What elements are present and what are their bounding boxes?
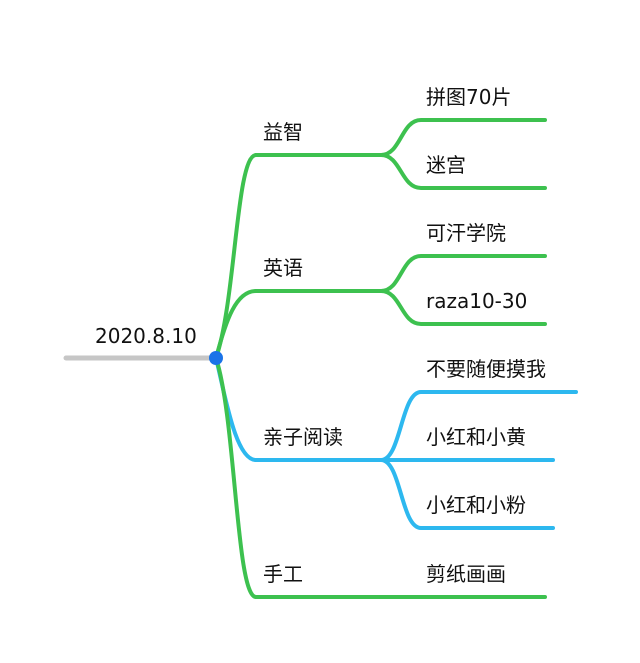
leaf-1-1-label[interactable]: 拼图70片 [426, 85, 512, 109]
root-node-dot[interactable] [209, 351, 223, 365]
root-label[interactable]: 2020.8.10 [95, 324, 197, 348]
leaf-1-2-label[interactable]: 迷宫 [426, 153, 466, 177]
connector-branch-1 [214, 153, 258, 360]
branch-1-label[interactable]: 益智 [263, 120, 303, 144]
leaf-4-1-label[interactable]: 剪纸画画 [426, 562, 506, 586]
connector-leaf-1-1 [379, 118, 547, 157]
leaf-2-1-label[interactable]: 可汗学院 [426, 221, 506, 245]
connector-leaf-2-2 [379, 289, 547, 326]
connector-leaf-3-1 [379, 390, 578, 462]
connector-leaf-3-3 [379, 458, 555, 530]
connector-branch-2 [214, 289, 258, 360]
leaf-3-2-label[interactable]: 小红和小黄 [426, 425, 526, 449]
leaf-2-2-label[interactable]: raza10-30 [426, 289, 528, 313]
branch-2-label[interactable]: 英语 [263, 256, 303, 280]
branch-4-label[interactable]: 手工 [263, 562, 303, 586]
connector-leaf-1-2 [379, 153, 547, 190]
branch-3-label[interactable]: 亲子阅读 [263, 425, 343, 449]
connector-leaf-2-1 [379, 254, 547, 293]
leaf-3-1-label[interactable]: 不要随便摸我 [426, 357, 546, 381]
connector-branch-4 [214, 356, 258, 599]
leaf-3-3-label[interactable]: 小红和小粉 [426, 493, 526, 517]
